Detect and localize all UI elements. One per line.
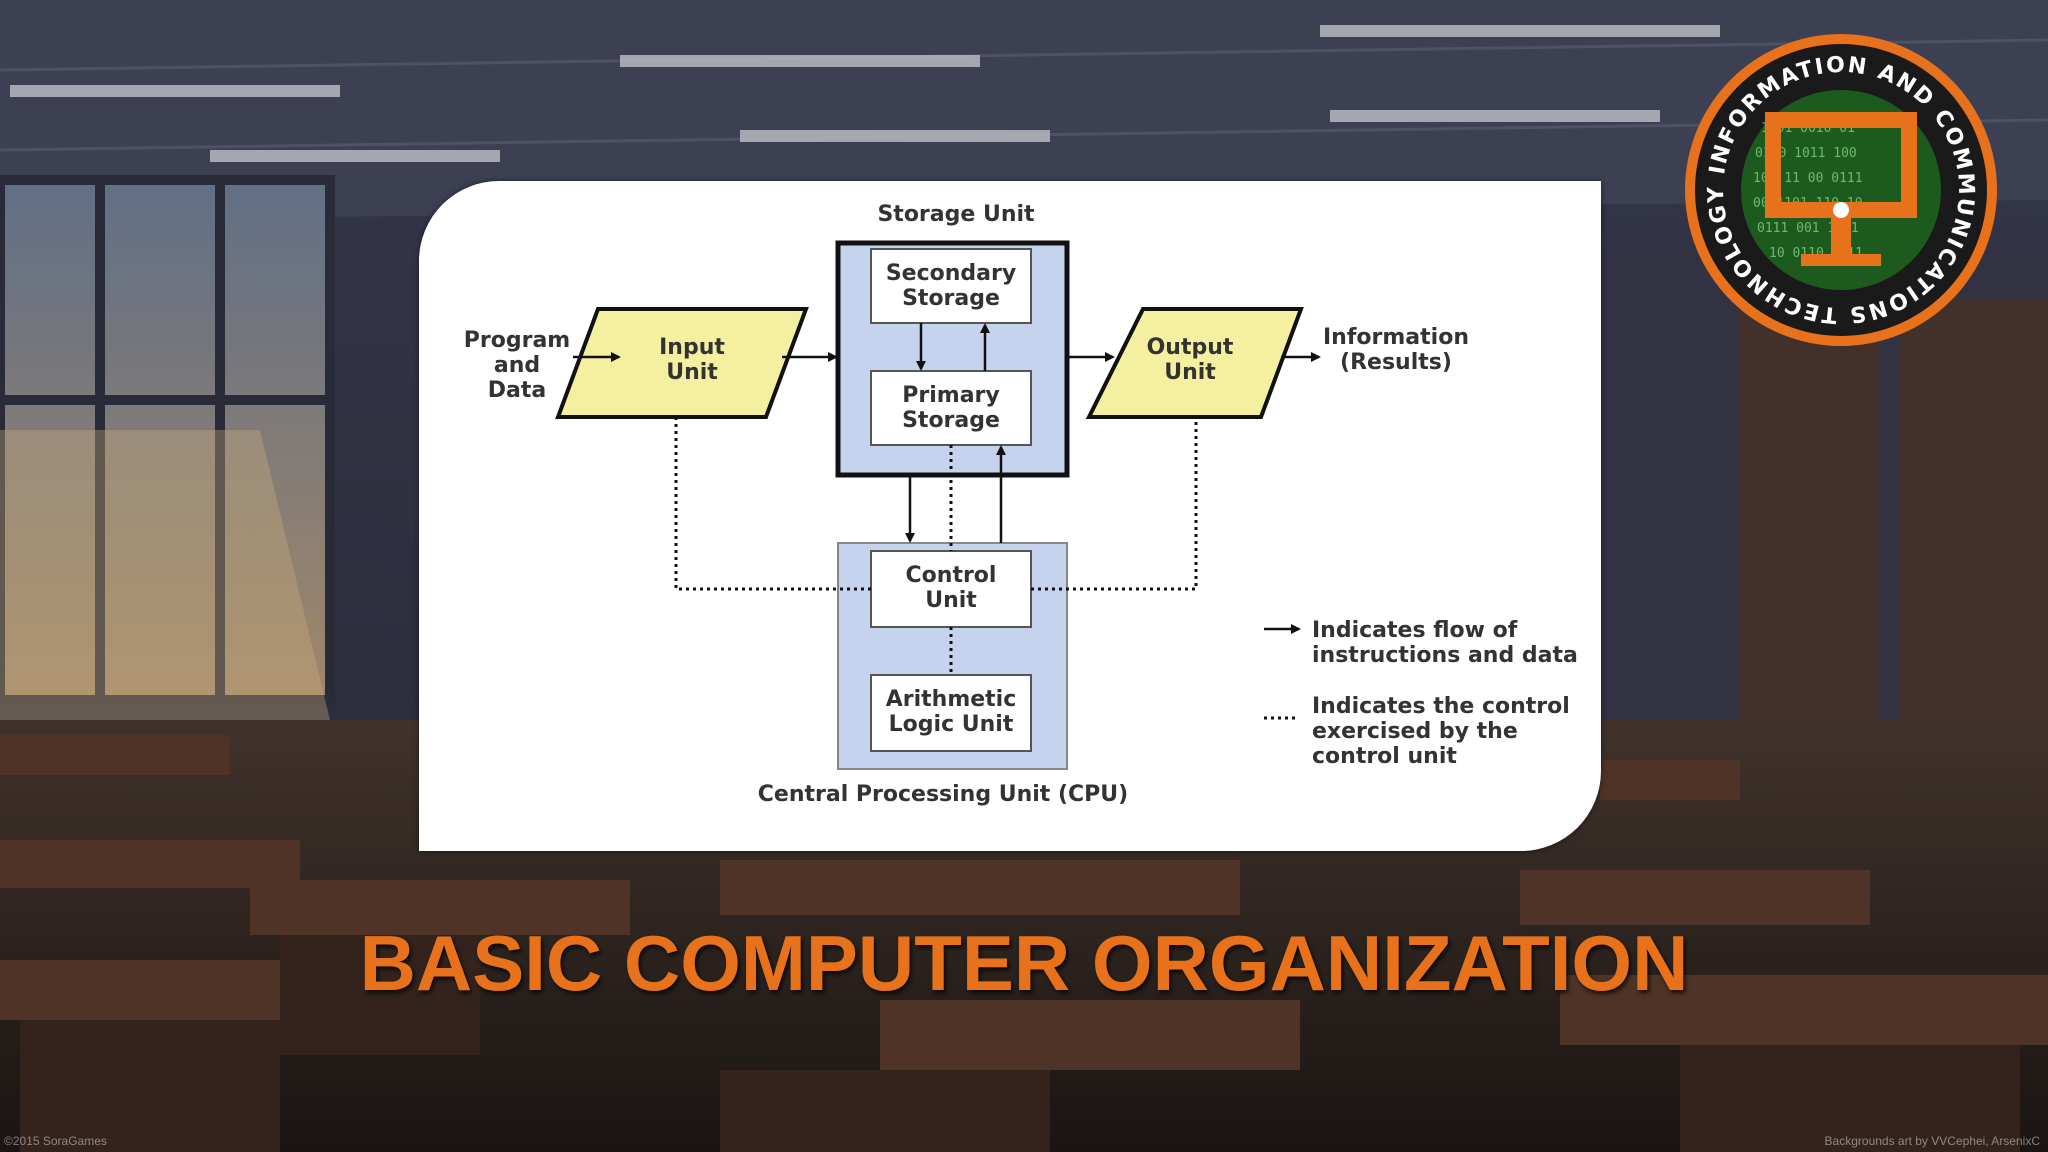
secondary-storage-box [870,248,1032,324]
control-unit-line1: Control [906,563,997,588]
output-result-line2: (Results) [1340,350,1452,375]
input-source-line2: and [494,353,540,378]
primary-storage-line1: Primary [902,383,999,408]
output-unit-line2: Unit [1164,360,1216,385]
alu-box [870,674,1032,752]
slide-title: BASIC COMPUTER ORGANIZATION [359,919,1689,1007]
primary-storage-line2: Storage [902,408,1000,433]
output-unit-line1: Output [1147,335,1234,360]
input-unit-shape [555,307,809,419]
input-source-line3: Data [488,378,546,403]
storage-unit-label: Storage Unit [877,202,1035,227]
computer-organization-diagram: Storage Unit Secondary Storage Primary S… [464,202,1578,807]
legend-control-line3: control unit [1312,744,1457,769]
secondary-storage-line1: Secondary [886,261,1016,286]
input-source-line1: Program [464,328,570,353]
input-unit-line2: Unit [666,360,718,385]
ict-logo: 1101 0010 01 0110 1011 100 101 11 00 011… [1685,34,1997,346]
primary-storage-box [870,370,1032,446]
legend-flow-line2: instructions and data [1312,643,1578,668]
input-unit-line1: Input [659,335,725,360]
legend-control-line1: Indicates the control [1312,694,1570,719]
credit-left: ©2015 SoraGames [4,1134,107,1148]
control-line-input [674,419,871,591]
secondary-storage-line2: Storage [902,286,1000,311]
control-unit-line2: Unit [925,588,977,613]
legend-control-line2: exercised by the [1312,719,1518,744]
cpu-label: Central Processing Unit (CPU) [758,782,1128,807]
credit-right: Backgrounds art by VVCephei, ArsenixC [1824,1134,2040,1148]
computer-monitor-icon [1765,112,1917,266]
alu-line2: Logic Unit [889,712,1014,737]
legend-flow-line1: Indicates flow of [1312,618,1518,643]
output-unit-shape [1085,307,1304,419]
diagram-card: Storage Unit Secondary Storage Primary S… [419,181,1601,851]
alu-line1: Arithmetic [886,687,1017,712]
output-result-line1: Information [1323,325,1469,350]
